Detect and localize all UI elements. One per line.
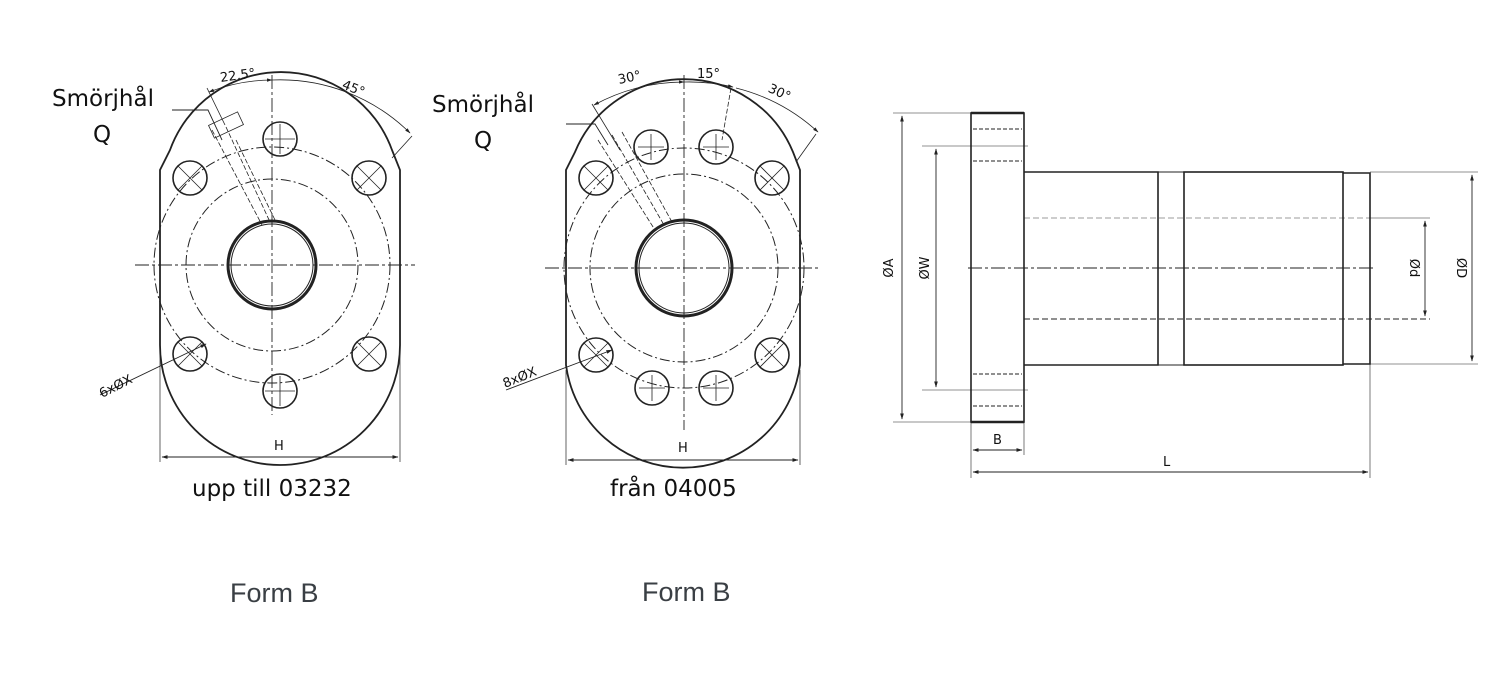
left-flange-labels: Smörjhål Q 22.5° 45° 6xØX H upp till 032…	[52, 66, 367, 608]
angle-label-15: 15°	[697, 67, 720, 82]
lubrication-hole-letter: Q	[474, 128, 492, 154]
width-h-label: H	[274, 439, 284, 454]
middle-flange-labels: Smörjhål Q 30° 15° 30° 8xØX H från 04005…	[432, 67, 793, 607]
flange-front-view-6-holes	[99, 71, 415, 466]
lubrication-hole-letter: Q	[93, 122, 111, 148]
hole-callout-label: 6xØX	[97, 372, 135, 401]
dim-label-d-large: ØD	[1453, 258, 1468, 278]
dim-label-d-small: Ød	[1406, 259, 1421, 277]
middle-form-label: Form B	[642, 577, 731, 607]
angle-label-30-left: 30°	[617, 68, 643, 87]
angle-label-30-right: 30°	[766, 81, 793, 104]
dim-label-w: ØW	[918, 256, 933, 279]
angle-label-45: 45°	[340, 78, 367, 101]
left-caption: upp till 03232	[192, 476, 352, 502]
nut-side-view	[893, 111, 1478, 478]
dim-label-l: L	[1163, 455, 1171, 470]
flange-front-view-8-holes	[505, 75, 820, 469]
width-h-label: H	[678, 441, 688, 456]
middle-caption: från 04005	[610, 474, 737, 502]
lubrication-hole-label: Smörjhål	[52, 84, 154, 112]
angle-label-22-5: 22.5°	[219, 66, 256, 86]
hole-callout-label: 8xØX	[501, 365, 539, 392]
side-view-labels: ØA ØW Ød ØD B L	[882, 256, 1468, 470]
dim-label-a: ØA	[882, 258, 897, 277]
dim-label-b: B	[993, 433, 1002, 448]
left-form-label: Form B	[230, 578, 319, 608]
lubrication-hole-label: Smörjhål	[432, 90, 534, 118]
